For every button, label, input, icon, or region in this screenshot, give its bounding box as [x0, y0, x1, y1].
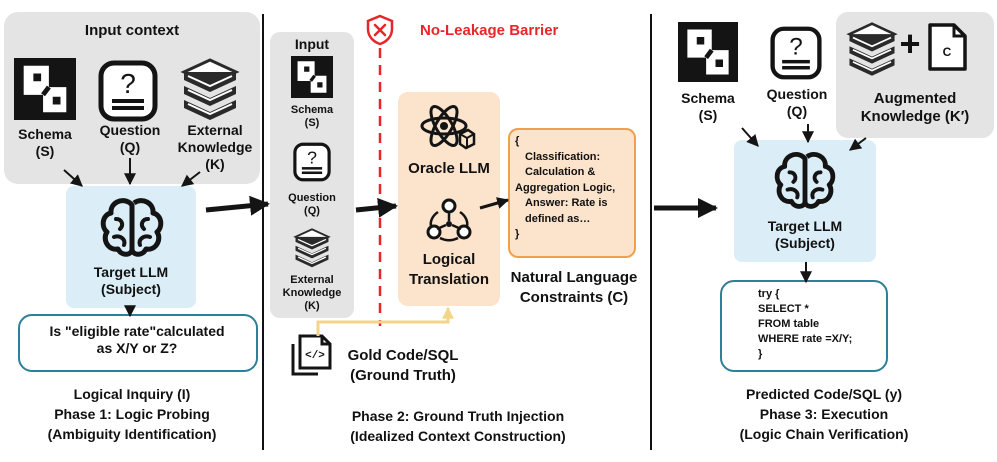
constraints-text: { Classification: Calculation & Aggregat…	[515, 135, 616, 240]
question-icon	[770, 26, 822, 80]
schema-icon	[678, 22, 738, 82]
document-icon: C	[928, 23, 967, 71]
phase3-target-llm-label: Target LLM(Subject)	[767, 218, 843, 251]
barrier-line	[378, 48, 382, 326]
books-icon	[294, 228, 330, 269]
phase1-question-label: Question(Q)	[99, 122, 161, 155]
phase2-schema-label: Schema(S)	[290, 104, 334, 129]
no-leakage-barrier-label: No-Leakage Barrier	[420, 22, 559, 39]
arrow-input-to-oracle	[355, 197, 398, 218]
arrow-phase1-to-phase2	[205, 195, 270, 216]
constraints-box	[508, 128, 636, 258]
predicted-code-box	[720, 280, 888, 372]
predicted-code-text: try { SELECT * FROM table WHERE rate =X/…	[758, 288, 853, 360]
phase2-question-label: Question(Q)	[288, 192, 336, 217]
question-icon	[98, 60, 158, 122]
phase1-schema-label: Schema(S)	[18, 126, 72, 159]
logical-inquiry-bubble	[18, 314, 258, 372]
atom-icon	[420, 105, 476, 150]
schema-icon	[14, 58, 76, 120]
brain-icon	[774, 150, 836, 210]
gold-code-label: Gold Code/SQL(Ground Truth)	[347, 347, 459, 384]
question-icon	[293, 142, 331, 182]
network-icon	[426, 198, 472, 242]
phase3-schema-label: Schema(S)	[681, 90, 735, 123]
phase1-target-llm-label: Target LLM(Subject)	[93, 264, 169, 297]
phase-divider-1	[262, 14, 264, 450]
schema-icon	[289, 54, 335, 100]
phase2-input-title: Input	[294, 36, 330, 52]
document-letter: C	[943, 45, 952, 59]
shield-x-icon	[366, 14, 394, 46]
code-file-glyph: </>	[305, 350, 325, 362]
plus-sign: +	[899, 23, 921, 64]
phase3-question-label: Question(Q)	[766, 86, 828, 119]
oracle-llm-label: Oracle LLM	[408, 160, 490, 177]
code-file-icon: </>	[291, 334, 332, 376]
input-context-title: Input context	[84, 22, 180, 39]
phase-divider-2	[650, 14, 652, 450]
phase3-caption: Predicted Code/SQL (y)Phase 3: Execution…	[739, 386, 909, 442]
phase1-caption: Logical Inquiry (I)Phase 1: Logic Probin…	[47, 386, 217, 442]
books-icon	[182, 58, 238, 122]
brain-icon	[100, 196, 164, 258]
phase2-caption: Phase 2: Ground Truth Injection(Idealize…	[350, 408, 566, 444]
books-icon	[848, 22, 896, 78]
